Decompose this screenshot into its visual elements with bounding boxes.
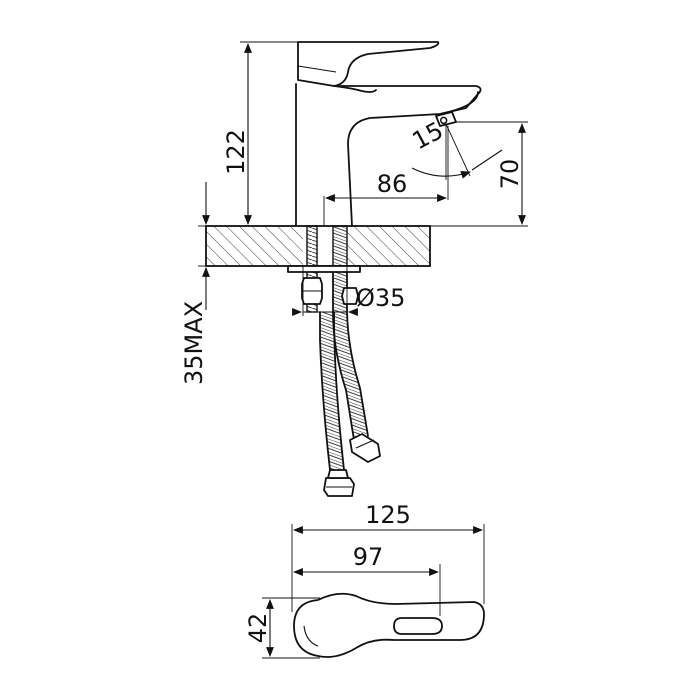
label-top-body-length: 97 [353,543,384,571]
flexible-hoses [319,271,381,497]
dim-top-body-length: 97 [293,543,441,616]
label-spout-height: 70 [496,159,524,190]
dim-spout-height: 70 [430,121,528,227]
dim-top-width: 42 [244,597,320,659]
dim-spout-reach: 86 [323,126,449,226]
label-max-deck-thickness: 35MAX [180,301,208,385]
label-spout-reach: 86 [377,170,408,198]
dim-total-height: 122 [222,41,298,227]
top-view: 125 97 42 [244,501,485,659]
fixing-plate [287,265,361,273]
label-spout-angle: 15° [408,111,459,156]
label-hole-diameter: Ø35 [356,284,405,312]
dim-hole-diameter: Ø35 [292,266,405,316]
dim-max-deck-thickness: 35MAX [180,182,212,385]
side-view: 122 70 86 15° [180,41,528,497]
label-total-height: 122 [222,129,250,175]
label-top-width: 42 [244,613,272,644]
lever-handle [297,41,440,87]
handle-top-outline [293,592,485,658]
dim-top-overall-length: 125 [291,501,485,612]
spout [333,85,482,115]
label-top-overall-length: 125 [365,501,411,529]
handle-top-slot [393,617,443,635]
faucet-body [295,83,479,227]
